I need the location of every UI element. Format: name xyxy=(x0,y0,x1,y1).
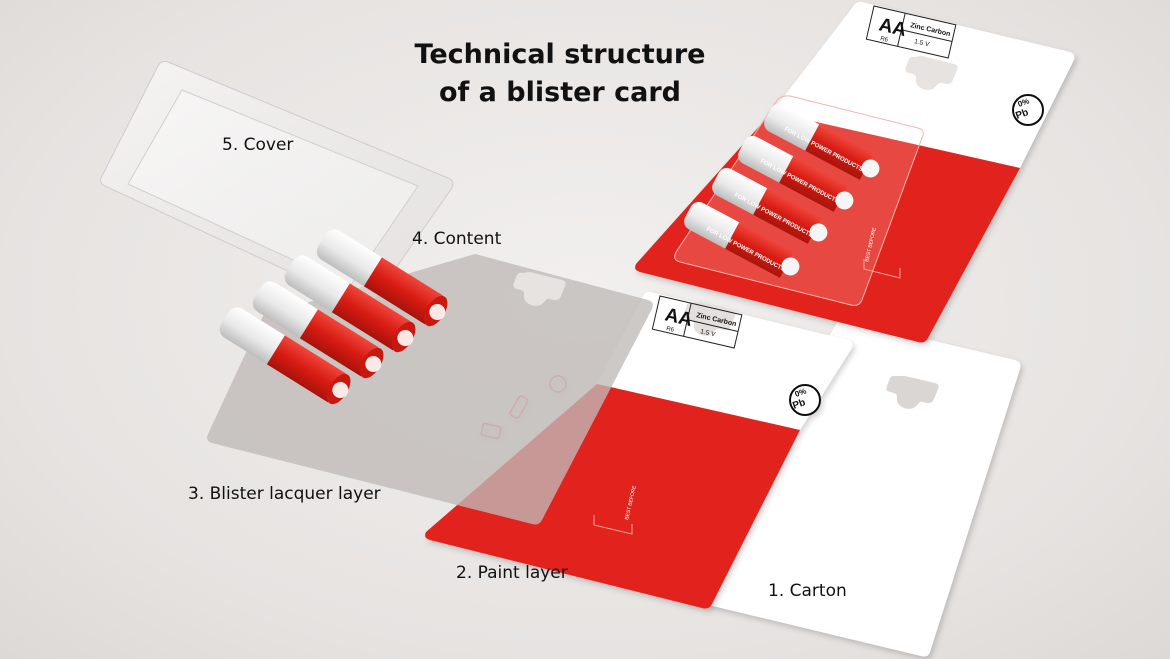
label-content: 4. Content xyxy=(412,229,502,249)
title-line-2: of a blister card xyxy=(438,77,682,108)
paint-voltage: 1.5 V xyxy=(700,328,717,338)
best-before-mark-assembled xyxy=(863,259,901,279)
eco-leaf-icon xyxy=(789,384,821,416)
carton-hang-hole xyxy=(886,375,939,409)
label-carton: 1. Carton xyxy=(768,581,847,601)
paint-badge-pct: 0% xyxy=(794,386,808,398)
page-title: Technical structure of a blister card xyxy=(360,36,760,112)
assembled-badge-pct: 0% xyxy=(1017,96,1031,108)
battery-3 xyxy=(284,255,416,353)
paint-layer-card xyxy=(425,291,853,609)
battery-2 xyxy=(252,281,384,379)
battery-group-content xyxy=(219,229,448,405)
best-before-mark-paint xyxy=(593,515,633,535)
assembled-size-sub: R6 xyxy=(880,36,889,44)
assembled-blister-card xyxy=(635,1,1075,343)
label-cover: 5. Cover xyxy=(222,135,294,155)
assembled-badge-el: Pb xyxy=(1014,107,1030,122)
battery-4 xyxy=(316,229,448,327)
label-blister-lacquer: 3. Blister lacquer layer xyxy=(188,484,381,504)
paint-badge-el: Pb xyxy=(791,397,807,412)
assembled-hang-hole xyxy=(905,56,958,90)
battery-1 xyxy=(219,307,351,405)
label-paint-layer: 2. Paint layer xyxy=(456,563,568,583)
assembled-voltage: 1.5 V xyxy=(914,38,931,48)
lacquer-hang-hole xyxy=(513,272,566,306)
paint-size-sub: R6 xyxy=(666,326,675,334)
title-line-1: Technical structure xyxy=(414,39,706,70)
carton-card xyxy=(682,319,1021,657)
eco-leaf-icon-assembled xyxy=(1012,94,1044,126)
